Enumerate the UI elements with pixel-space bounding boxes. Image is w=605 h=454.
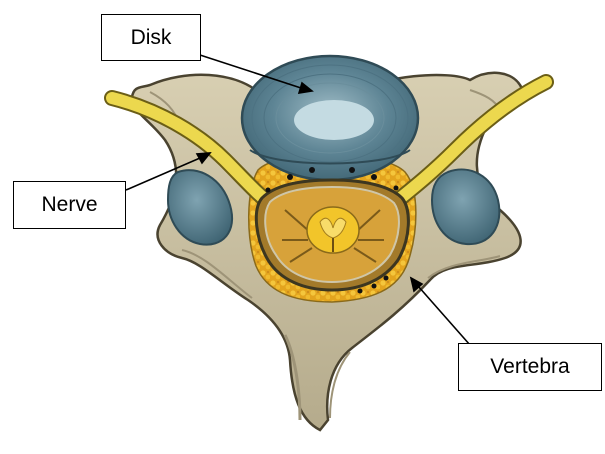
disk <box>242 56 418 180</box>
vertebra-arrow <box>418 286 470 345</box>
disk-label: Disk <box>101 14 201 61</box>
vertebra-label-text: Vertebra <box>490 355 569 379</box>
nerve-label-text: Nerve <box>41 193 97 217</box>
nucleus-pulposus <box>294 100 374 140</box>
vertebra-label: Vertebra <box>458 343 602 391</box>
disk-label-text: Disk <box>131 26 172 50</box>
spinal-canal <box>256 180 408 290</box>
nerve-label: Nerve <box>13 181 126 229</box>
